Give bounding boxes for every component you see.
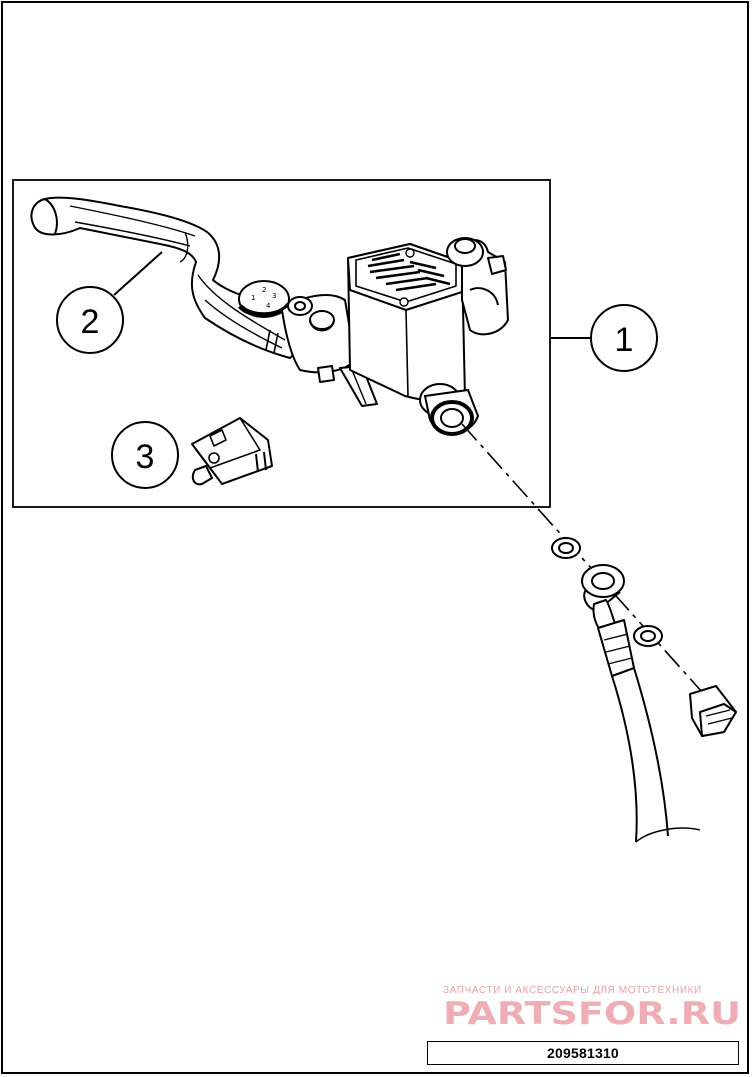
callout-3 — [111, 421, 179, 489]
assembly-group-box — [12, 179, 551, 508]
part-number-box: 209581310 — [427, 1041, 739, 1065]
callout-1-number: 1 — [615, 321, 634, 359]
callout-2 — [56, 251, 163, 354]
part-number: 209581310 — [547, 1045, 619, 1061]
svg-text:1: 1 — [251, 294, 255, 302]
callout-3-number: 3 — [136, 438, 155, 476]
watermark-logo: PARTSFOR.RU — [443, 996, 741, 1030]
watermark-logo-text: PARTSFOR.RU — [443, 996, 741, 1030]
watermark-tagline: ЗАПЧАСТИ И АКСЕССУАРЫ ДЛЯ МОТОТЕХНИКИ — [443, 985, 702, 996]
lever-adjuster-dial: 1 2 3 4 — [238, 280, 292, 318]
svg-text:3: 3 — [272, 292, 276, 300]
brake-lever — [30, 196, 299, 359]
brake-light-switch — [191, 417, 273, 486]
svg-text:4: 4 — [266, 302, 271, 310]
callout-1 — [550, 304, 658, 372]
brake-line-port — [419, 383, 480, 436]
svg-text:2: 2 — [262, 286, 266, 294]
fluid-reservoir — [347, 243, 466, 403]
banjo-bolt — [689, 685, 737, 737]
callout-2-number: 2 — [81, 303, 100, 341]
brake-line-assembly — [461, 423, 737, 843]
master-cylinder-body — [281, 294, 378, 407]
handlebar-clamp — [446, 237, 509, 336]
